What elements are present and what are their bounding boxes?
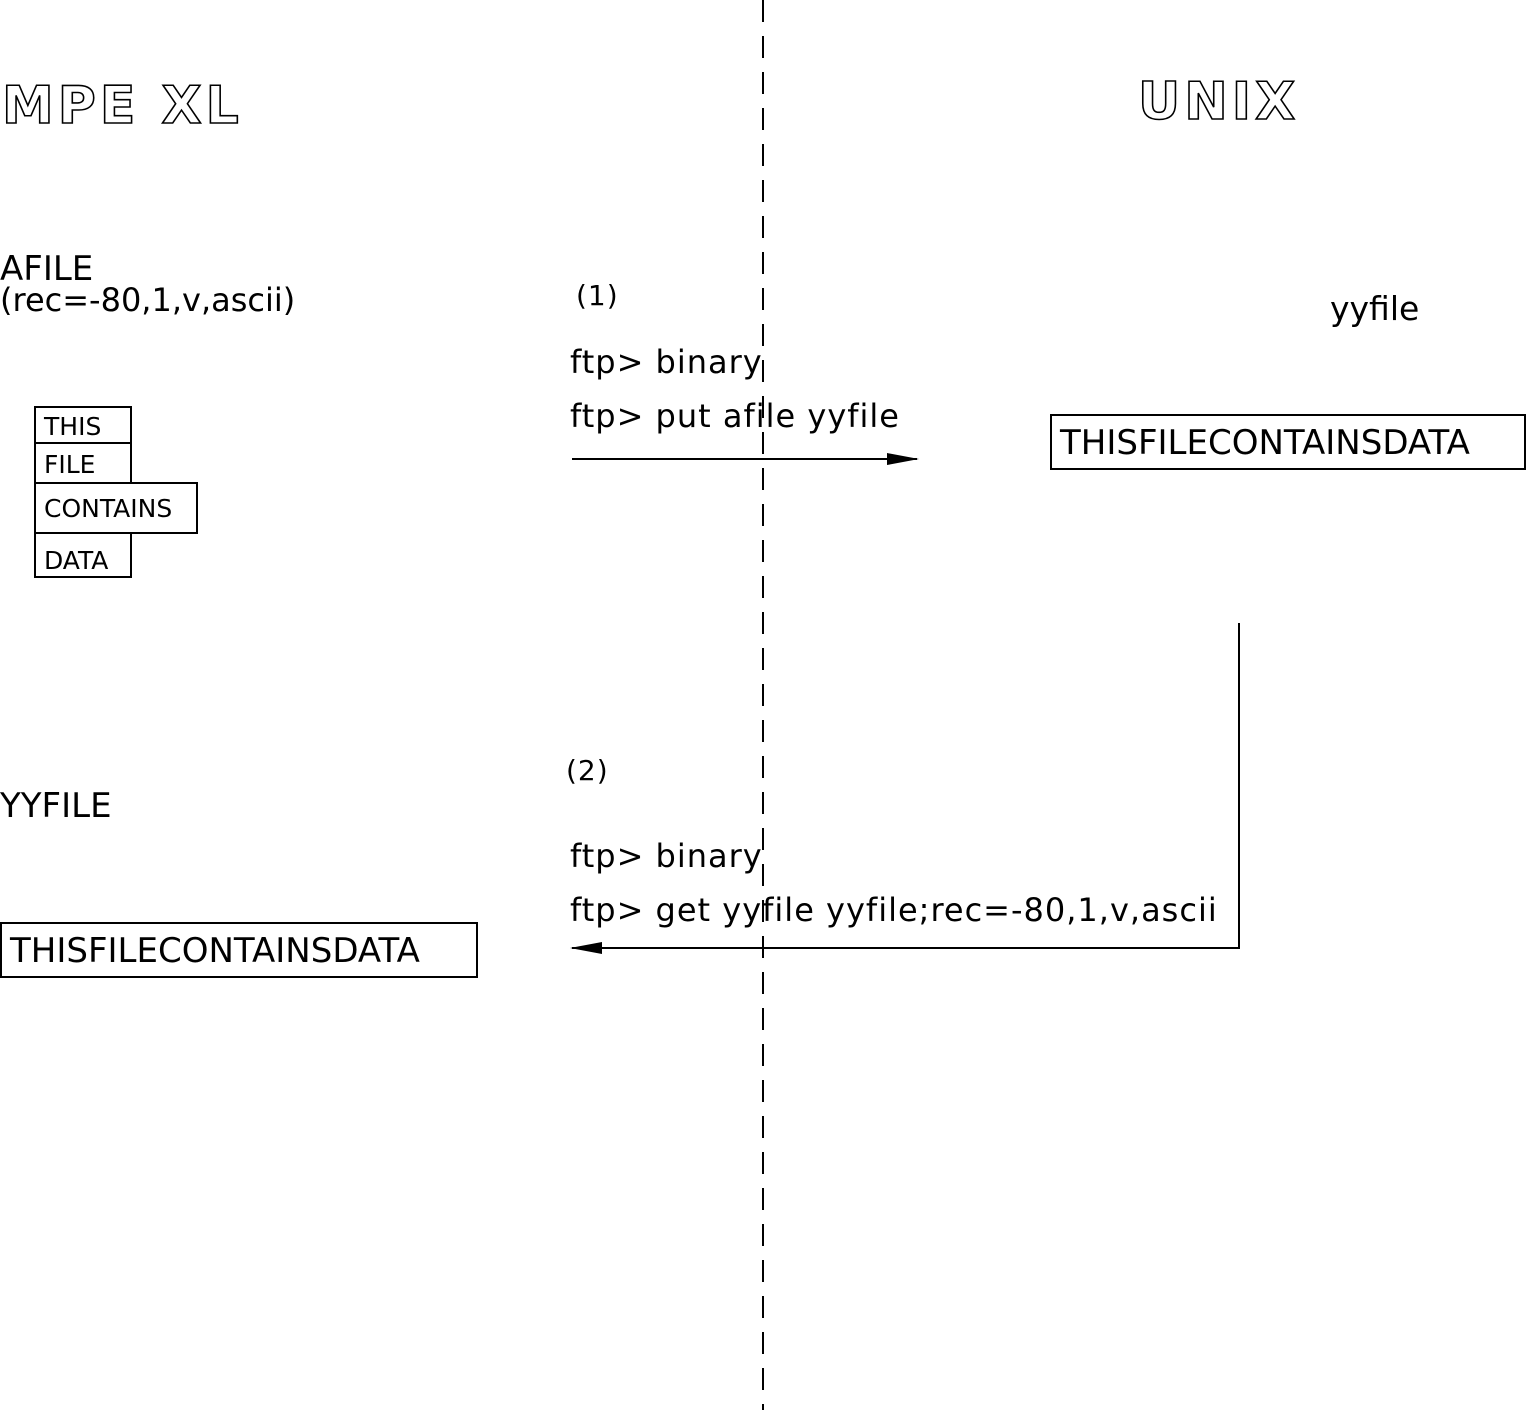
record-box-this: THIS xyxy=(34,406,132,444)
yyfile-unix-content-box: THISFILECONTAINSDATA xyxy=(1050,414,1526,470)
step-1-number: (1) xyxy=(576,279,619,312)
yyfile-unix-label: yyfile xyxy=(1330,289,1420,328)
afile-attributes: (rec=-80,1,v,ascii) xyxy=(0,281,296,319)
record-box-file: FILE xyxy=(34,442,132,484)
record-box-contains: CONTAINS xyxy=(34,482,198,534)
mpe-xl-heading: MPE XL xyxy=(1,76,243,136)
yyfile-mpe-content-box: THISFILECONTAINSDATA xyxy=(0,922,478,978)
get-transfer-arrow xyxy=(570,623,1240,954)
step-1-command-put: ftp> put afile yyfile xyxy=(570,397,900,435)
step-2-number: (2) xyxy=(566,754,609,787)
step-1-command-binary: ftp> binary xyxy=(570,343,763,381)
record-text: THIS xyxy=(44,412,102,441)
record-text: FILE xyxy=(44,450,96,479)
record-text: DATA xyxy=(44,546,109,575)
afile-label: AFILE xyxy=(0,249,94,289)
step-2-command-get: ftp> get yyfile yyfile;rec=-80,1,v,ascii xyxy=(570,891,1218,929)
yyfile-mpe-label: YYFILE xyxy=(0,786,112,826)
file-content-text: THISFILECONTAINSDATA xyxy=(10,931,420,971)
record-box-data: DATA xyxy=(34,532,132,578)
step-2-command-binary: ftp> binary xyxy=(570,837,763,875)
file-content-text: THISFILECONTAINSDATA xyxy=(1060,423,1470,463)
record-text: CONTAINS xyxy=(44,494,173,523)
unix-heading: UNIX xyxy=(1137,72,1300,132)
